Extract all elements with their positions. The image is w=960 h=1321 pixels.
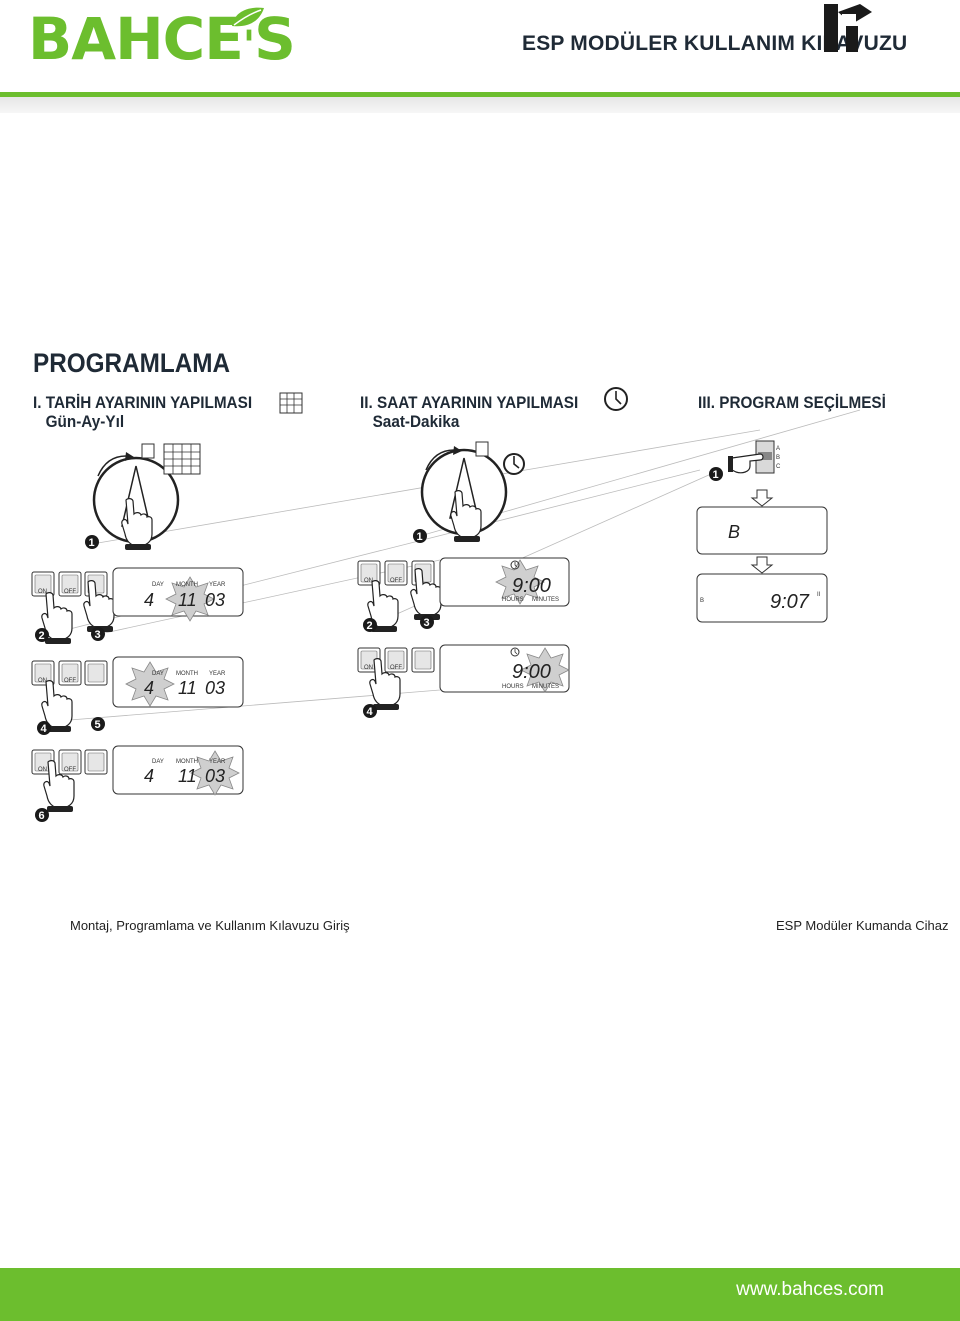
step-number: 1 bbox=[713, 469, 719, 481]
website-link[interactable]: www.bahces.com bbox=[736, 1279, 884, 1300]
step-number: 5 bbox=[95, 719, 101, 731]
day-value: 4 bbox=[144, 678, 154, 698]
down-arrow-icon bbox=[750, 556, 774, 574]
step-heading-program-title: III. PROGRAM SEÇİLMESİ bbox=[698, 393, 886, 412]
time-row-2: ON OFF 9:00 HOURS MINUTES bbox=[357, 644, 570, 711]
footer-right-text: ESP Modüler Kumanda Cihaz bbox=[776, 918, 949, 933]
step-number: 1 bbox=[89, 537, 95, 549]
calendar-icon bbox=[279, 392, 303, 414]
clock-icon bbox=[510, 647, 520, 657]
header-rule bbox=[0, 92, 960, 97]
hand-pointer-icon bbox=[728, 453, 764, 474]
minutes-label: MINUTES bbox=[532, 684, 559, 690]
step-heading-time-sub: Saat-Dakika bbox=[372, 412, 460, 431]
clock-icon bbox=[475, 441, 525, 475]
year-value: 03 bbox=[205, 766, 225, 786]
step-heading-time-title: II. SAAT AYARININ YAPILMASI bbox=[360, 393, 579, 412]
month-value: 11 bbox=[178, 590, 197, 610]
step-number: 1 bbox=[417, 531, 423, 543]
year-value: 03 bbox=[205, 678, 225, 698]
day-label: DAY bbox=[152, 582, 164, 588]
leaf-icon bbox=[232, 7, 264, 27]
day-value: 4 bbox=[144, 590, 154, 610]
step-number: 4 bbox=[367, 706, 374, 718]
document-title: ESP MODÜLER KULLANIM KILAVUZU bbox=[522, 32, 908, 55]
step-number: 4 bbox=[41, 723, 48, 735]
step-heading-time: II. SAAT AYARININ YAPILMASI Saat-Dakika bbox=[360, 393, 578, 431]
clock-icon bbox=[510, 560, 520, 570]
step-heading-program: III. PROGRAM SEÇİLMESİ bbox=[698, 393, 886, 412]
on-button-label: ON bbox=[38, 589, 47, 595]
step-heading-date: I. TARİH AYARININ YAPILMASI Gün-Ay-Yıl bbox=[33, 393, 252, 431]
on-button-label: ON bbox=[38, 678, 47, 684]
step-number: 3 bbox=[95, 629, 101, 641]
step-number: 3 bbox=[424, 617, 430, 629]
year-label: YEAR bbox=[209, 759, 226, 765]
logo-text: BAHCE'S bbox=[28, 5, 296, 73]
off-button-label: OFF bbox=[64, 767, 76, 773]
date-row-1: ON OFF DAY MONTH YEAR 4 11 03 bbox=[31, 567, 244, 645]
year-label: YEAR bbox=[209, 671, 226, 677]
off-button-label: OFF bbox=[390, 578, 402, 584]
brand-logo: BAHCE'S bbox=[28, 4, 296, 76]
step-number-bubbles: 1 2 3 4 5 6 1 2 3 4 1 bbox=[35, 467, 723, 822]
program-time-label: B bbox=[700, 598, 704, 604]
step-number: 2 bbox=[367, 620, 373, 632]
rotate-arrow-icon bbox=[97, 452, 134, 477]
time-value: 9:00 bbox=[512, 661, 551, 683]
program-time-display bbox=[696, 573, 828, 623]
month-value: 11 bbox=[178, 678, 197, 698]
year-label: YEAR bbox=[209, 582, 226, 588]
on-button-label: ON bbox=[364, 665, 373, 671]
off-button-label: OFF bbox=[64, 589, 76, 595]
footer-bar bbox=[0, 1268, 960, 1321]
month-label: MONTH bbox=[176, 582, 198, 588]
program-letter-a: A bbox=[776, 446, 780, 452]
date-row-2: ON OFF DAY MONTH YEAR 4 11 03 bbox=[31, 656, 244, 733]
time-row-1: ON OFF 9:00 HOURS MINUTES bbox=[357, 557, 570, 633]
program-selector: A B C bbox=[755, 440, 781, 474]
program-time-suffix: II bbox=[817, 592, 821, 598]
on-button-label: ON bbox=[364, 578, 373, 584]
off-button-label: OFF bbox=[64, 678, 76, 684]
minutes-label: MINUTES bbox=[532, 597, 559, 603]
hours-label: HOURS bbox=[502, 684, 524, 690]
down-arrow-icon bbox=[750, 489, 774, 507]
step-number: 6 bbox=[39, 810, 45, 822]
month-label: MONTH bbox=[176, 759, 198, 765]
day-label: DAY bbox=[152, 671, 164, 677]
hours-label: HOURS bbox=[502, 597, 524, 603]
step-number: 2 bbox=[39, 630, 45, 642]
calendar-icon bbox=[141, 443, 201, 475]
step-heading-date-title: I. TARİH AYARININ YAPILMASI bbox=[33, 393, 253, 412]
month-value: 11 bbox=[178, 766, 197, 786]
programming-diagram: A B C B B 9:07 II ON OFF DAY MONTH YEAR … bbox=[31, 387, 861, 822]
section-title: PROGRAMLAMA bbox=[33, 348, 231, 378]
step-heading-date-sub: Gün-Ay-Yıl bbox=[45, 412, 125, 431]
time-value: 9:00 bbox=[512, 575, 551, 597]
clock-icon bbox=[604, 387, 628, 411]
header-band bbox=[0, 97, 960, 113]
month-label: MONTH bbox=[176, 671, 198, 677]
program-letter-c: C bbox=[776, 464, 781, 470]
program-letter-b: B bbox=[776, 455, 780, 461]
date-row-3: ON OFF DAY MONTH YEAR 4 11 03 bbox=[31, 745, 244, 813]
on-button-label: ON bbox=[38, 767, 47, 773]
program-display-value: B bbox=[728, 522, 740, 542]
off-button-label: OFF bbox=[390, 665, 402, 671]
rotate-arrow-icon bbox=[425, 446, 462, 471]
day-value: 4 bbox=[144, 766, 154, 786]
program-display bbox=[696, 506, 828, 555]
corner-mark-icon bbox=[824, 4, 872, 52]
footer-left-text: Montaj, Programlama ve Kullanım Kılavuzu… bbox=[70, 918, 350, 933]
program-time-value: 9:07 bbox=[770, 591, 810, 613]
year-value: 03 bbox=[205, 590, 225, 610]
day-label: DAY bbox=[152, 759, 164, 765]
